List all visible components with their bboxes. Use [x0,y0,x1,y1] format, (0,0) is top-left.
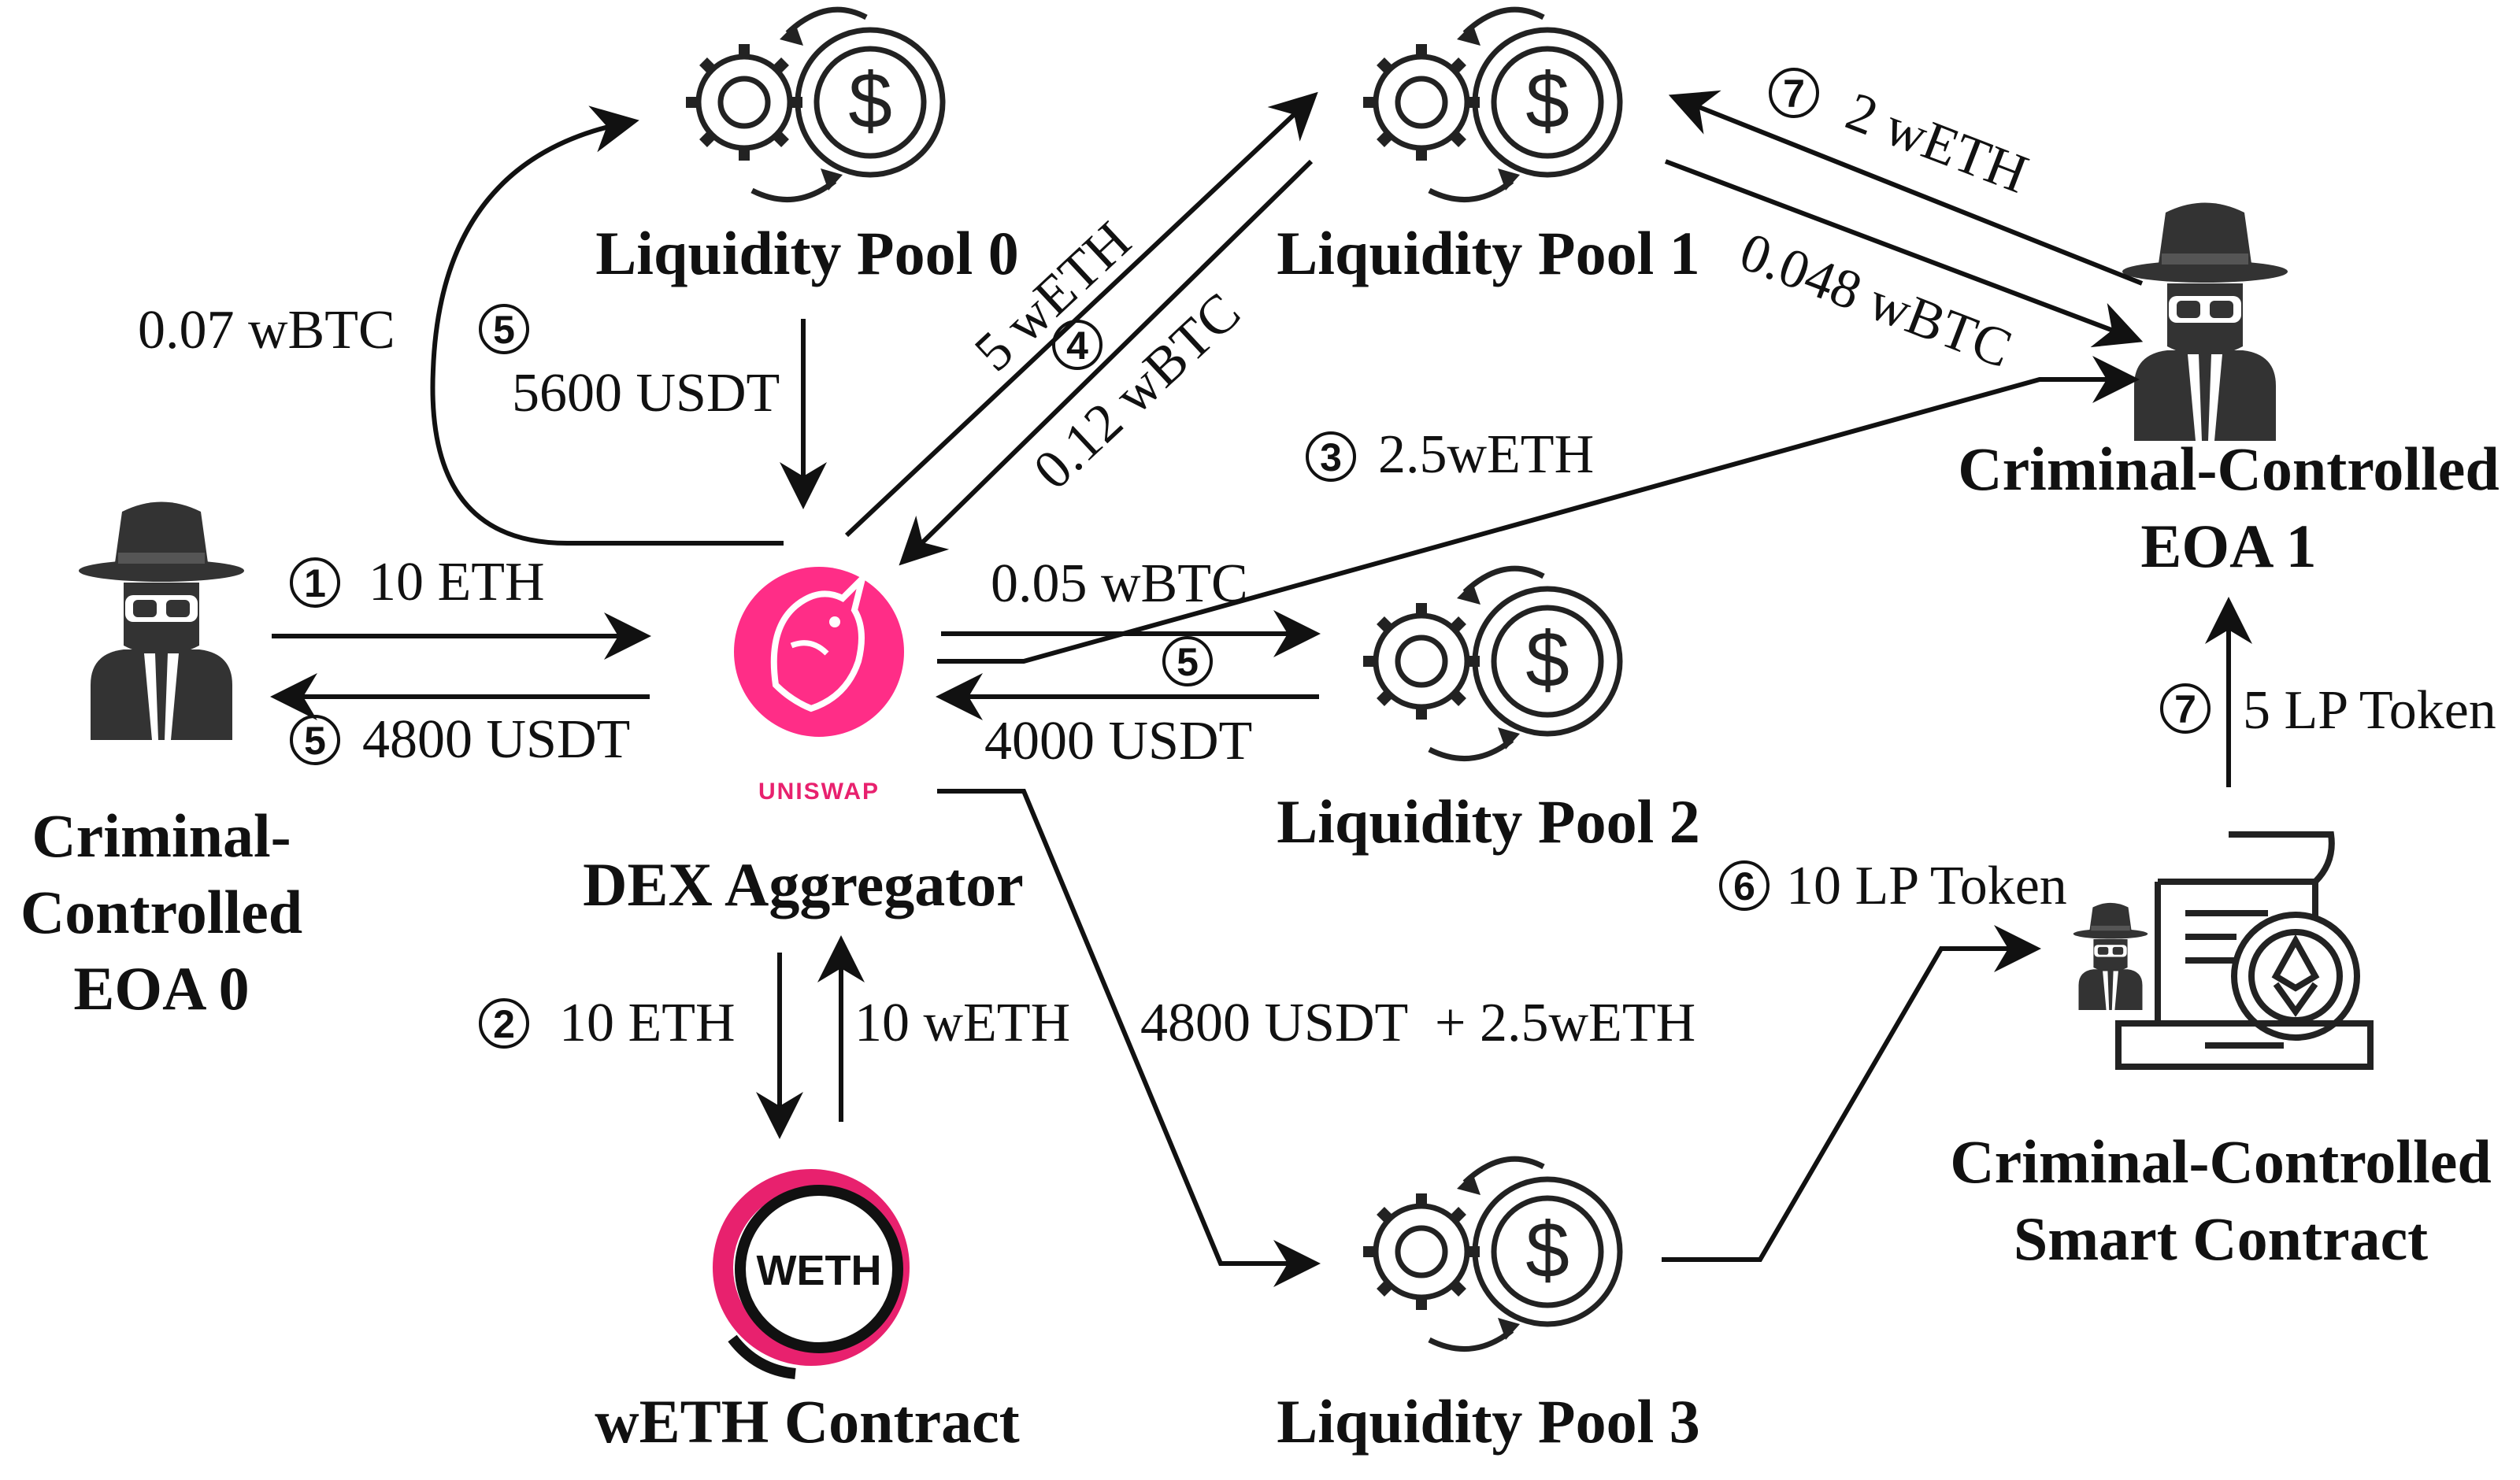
smart-contract-icon [2115,831,2374,1070]
arrow-dex-to-pool3 [937,789,1321,1287]
uniswap-logo-text: UNISWAP [758,779,880,805]
label-pool2-to-dex: 4000 USDT [984,711,1252,771]
label-dex-to-eoa1: 2.5wETH [1378,424,1594,485]
arrow-dex-to-eoa1 [937,356,2140,664]
label-weth-to-dex: 10 wETH [854,993,1070,1053]
label-dex-to-eoa0: 4800 USDT [362,709,630,770]
label-pool0-to-dex: 5600 USDT [512,363,780,424]
step-5c-num: 5 [1177,640,1199,684]
step-7b-circle [1769,68,1819,118]
arrow-eoa1-to-pool1 [1668,90,2144,286]
eoa0-title-line3: EOA 0 [73,954,249,1023]
label-dex-to-weth: 10 ETH [559,993,736,1053]
step-7a-num: 7 [2174,687,2196,731]
eoa1-title-line2: EOA 1 [2140,512,2316,580]
arrow-pool3-to-contract [1662,925,2041,1262]
step-4-num: 4 [1066,324,1088,368]
label-dex-to-pool0: 0.07 wBTC [138,300,395,361]
step-3-num: 3 [1320,435,1342,479]
spy-eoa0-icon [79,501,244,740]
step-2-circle [479,998,529,1049]
step-1-circle [290,557,340,608]
pool-3-icon [1363,1159,1620,1349]
step-2-num: 2 [493,1002,515,1046]
pool-0-title: Liquidity Pool 0 [595,219,1018,287]
weth-logo-icon: WETH [713,1169,910,1379]
step-5a-num: 5 [304,719,326,763]
step-7b-num: 7 [1783,72,1805,116]
label-dex-to-pool2: 0.05 wBTC [991,553,1248,614]
eoa1-title-line1: Criminal-Controlled [1958,435,2500,503]
step-5b-num: 5 [493,308,515,352]
label-contract-to-eoa1: 5 LP Token [2243,680,2496,741]
weth-logo-text: WETH [757,1247,882,1294]
step-7a-circle [2160,683,2211,734]
step-6-num: 6 [1733,864,1755,908]
dex-aggregator-title: DEX Aggregator [583,850,1024,919]
pool-3-title: Liquidity Pool 3 [1277,1387,1699,1456]
label-dex-to-pool3: 4800 USDT + 2.5wETH [1140,993,1695,1053]
contract-title-line1: Criminal-Controlled [1950,1127,2492,1196]
label-eoa1-to-pool1: 2 wETH [1838,81,2036,205]
eoa0-title-line2: Controlled [20,878,302,946]
pool-2-title: Liquidity Pool 2 [1277,787,1699,856]
label-pool1-to-eoa1: 0.048 wBTC [1732,221,2019,380]
smart-contract-spy-icon [2073,902,2148,1010]
label-pool3-to-contract: 10 LP Token [1786,856,2067,916]
arrow-pool1-to-eoa1 [1664,159,2144,348]
step-6-circle [1719,860,1770,911]
weth-contract-title: wETH Contract [595,1387,1019,1456]
arrow-dex-to-pool1 [844,91,1318,538]
pool-1-icon [1363,9,1620,199]
pool-0-icon [686,9,943,199]
spy-eoa1-icon [2122,202,2288,441]
step-5a-circle [290,715,340,765]
contract-title-line2: Smart Contract [2014,1204,2428,1273]
eoa0-title-line1: Criminal- [32,801,291,870]
step-3-circle [1306,431,1356,482]
label-eoa0-to-dex: 10 ETH [369,552,545,612]
step-4-circle [1052,320,1102,370]
arrow-pool1-to-dex [899,159,1314,566]
pool-1-title: Liquidity Pool 1 [1277,219,1699,287]
step-5b-circle [479,304,529,354]
step-1-num: 1 [304,561,326,605]
pool-2-icon [1363,568,1620,758]
uniswap-logo-icon: UNISWAP [734,567,904,805]
step-5c-circle [1162,636,1213,686]
arrow-dex-to-pool0 [430,105,784,546]
